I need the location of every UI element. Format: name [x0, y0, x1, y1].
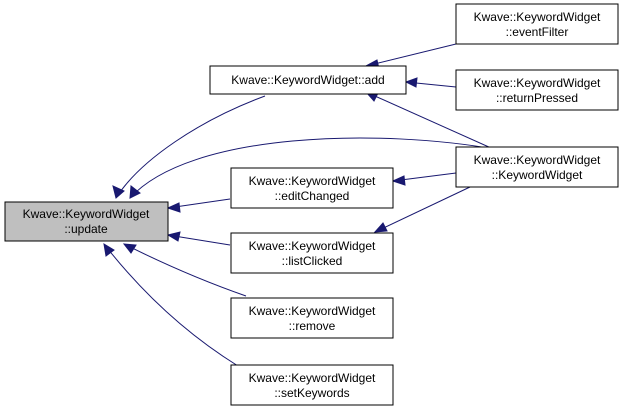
node-eventfilter[interactable]: Kwave::KeywordWidget ::eventFilter — [455, 3, 619, 45]
node-eventfilter-line1: Kwave::KeywordWidget — [474, 10, 601, 24]
node-remove-line1: Kwave::KeywordWidget — [249, 304, 376, 318]
node-keywordwidget-line2: ::KeywordWidget — [492, 168, 583, 182]
node-setkeywords-line2: ::setKeywords — [274, 386, 349, 400]
edge-remove-to-update — [122, 243, 247, 297]
node-returnpressed[interactable]: Kwave::KeywordWidget ::returnPressed — [455, 69, 619, 111]
node-keywordwidget-line1: Kwave::KeywordWidget — [474, 153, 601, 167]
node-eventfilter-line2: ::eventFilter — [506, 25, 569, 39]
node-returnpressed-line1: Kwave::KeywordWidget — [474, 76, 601, 90]
edge-keywordwidget-to-update — [129, 137, 501, 199]
node-update-line1: Kwave::KeywordWidget — [23, 207, 150, 221]
node-editchanged[interactable]: Kwave::KeywordWidget ::editChanged — [230, 167, 394, 209]
node-add[interactable]: Kwave::KeywordWidget::add — [209, 65, 407, 95]
node-listclicked-line2: ::listClicked — [282, 254, 343, 268]
node-remove[interactable]: Kwave::KeywordWidget ::remove — [230, 297, 394, 339]
edge-listclicked-to-update — [166, 231, 231, 246]
node-editchanged-line2: ::editChanged — [275, 189, 350, 203]
edge-keywordwidget-to-editchanged — [391, 172, 457, 186]
edge-eventfilter-to-add — [364, 43, 457, 70]
node-listclicked[interactable]: Kwave::KeywordWidget ::listClicked — [230, 232, 394, 274]
edge-add-to-update — [112, 95, 266, 199]
node-listclicked-line1: Kwave::KeywordWidget — [249, 239, 376, 253]
node-keywordwidget[interactable]: Kwave::KeywordWidget ::KeywordWidget — [455, 146, 619, 188]
node-update-line2: ::update — [64, 222, 108, 236]
node-update[interactable]: Kwave::KeywordWidget ::update — [4, 201, 169, 242]
node-editchanged-line1: Kwave::KeywordWidget — [249, 174, 376, 188]
node-setkeywords[interactable]: Kwave::KeywordWidget ::setKeywords — [230, 364, 394, 406]
edge-returnpressed-to-add — [404, 77, 457, 88]
node-add-label: Kwave::KeywordWidget::add — [231, 73, 384, 87]
edge-keywordwidget-to-listclicked — [373, 186, 471, 233]
node-returnpressed-line2: ::returnPressed — [496, 91, 578, 105]
edge-setkeywords-to-update — [103, 243, 239, 367]
node-remove-line2: ::remove — [289, 319, 336, 333]
edge-editchanged-to-update — [166, 198, 231, 213]
node-setkeywords-line1: Kwave::KeywordWidget — [249, 371, 376, 385]
